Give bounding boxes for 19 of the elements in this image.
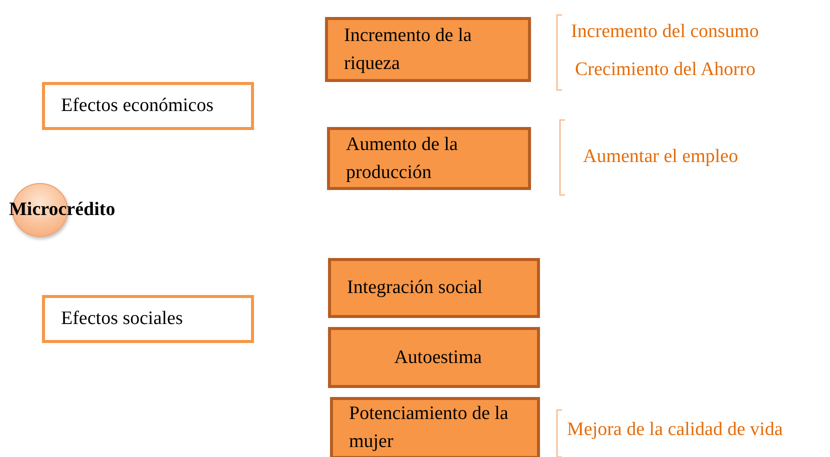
node-label: Microcrédito — [9, 198, 116, 222]
effect-box — [328, 327, 540, 388]
effect-box — [330, 397, 540, 457]
node-label: Incremento de la riqueza — [344, 24, 473, 76]
node-label: Aumento de la producción — [346, 132, 459, 184]
node-label: Efectos económicos — [61, 94, 214, 118]
side-note: Crecimiento del Ahorro — [575, 58, 756, 82]
effect-box — [328, 258, 540, 318]
category-box — [42, 295, 254, 343]
node-label: Integración social — [347, 276, 483, 300]
category-box — [42, 82, 254, 130]
side-note: Aumentar el empleo — [583, 145, 738, 169]
effect-box — [327, 127, 531, 190]
node-label: Efectos sociales — [61, 307, 183, 331]
side-note: Incremento del consumo — [571, 20, 759, 44]
effect-box — [325, 17, 531, 82]
node-label: Autoestima — [394, 346, 482, 370]
node-label: Potenciamiento de la mujer — [349, 402, 510, 454]
side-note: Mejora de la calidad de vida — [567, 418, 783, 442]
